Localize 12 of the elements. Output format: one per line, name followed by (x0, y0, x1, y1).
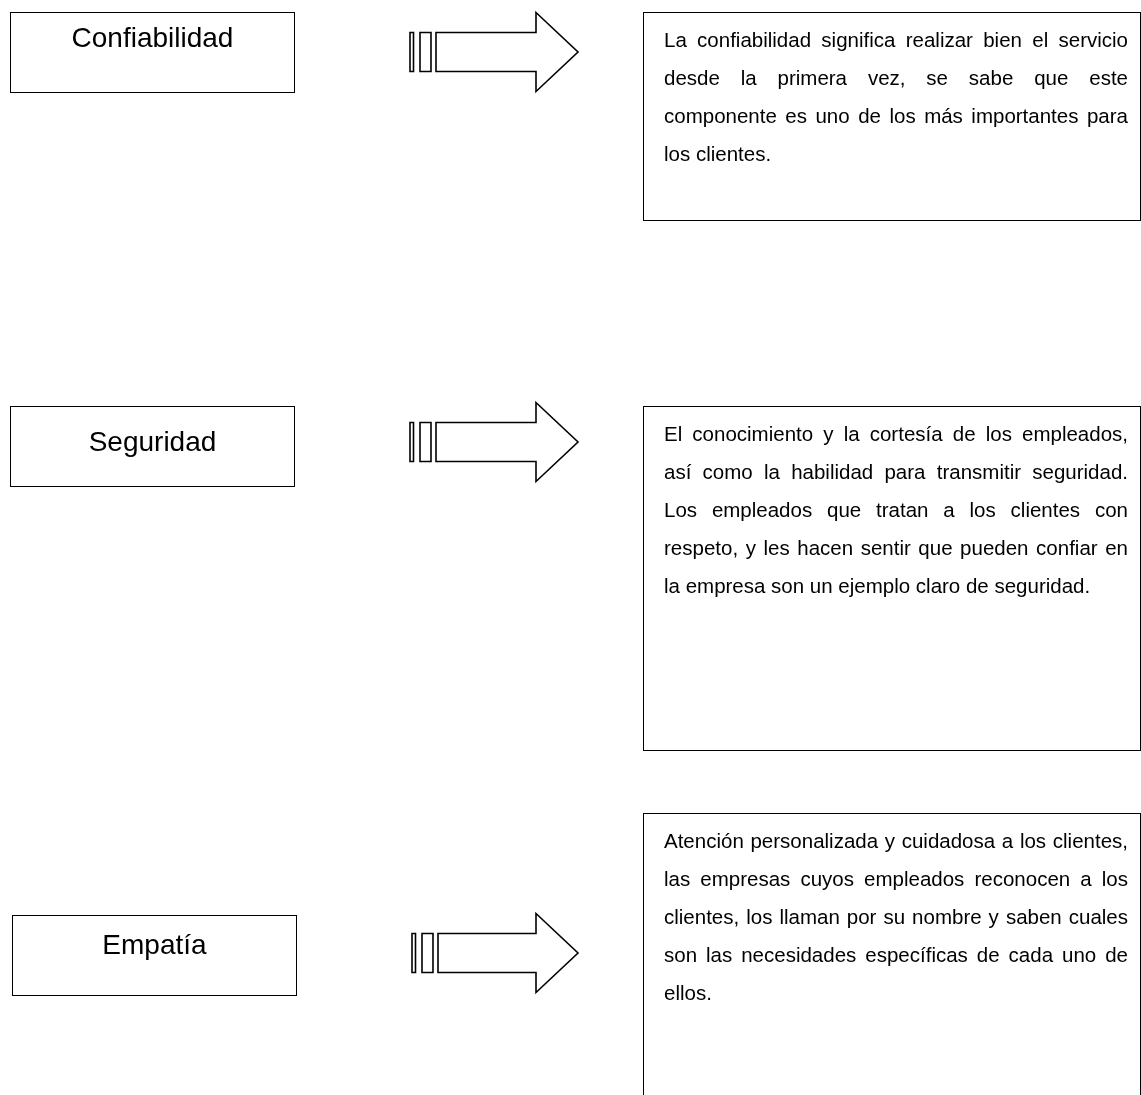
concept-box (10, 12, 295, 93)
concept-label: Confiabilidad (71, 21, 234, 55)
description-text: La confiabilidad significa realizar bien el servicio desde la primera vez, se sabe que este componente es uno de los más importantes para los clientes. (664, 27, 1128, 167)
concept-label: Empatía (102, 928, 207, 962)
description-box (643, 813, 1141, 1095)
concept-box (12, 915, 297, 996)
description-box (643, 406, 1141, 751)
description-box (643, 12, 1141, 221)
description-text: Atención personalizada y cuidadosa a los clientes, las empresas cuyos empleados reconocen a los clientes, los llaman por su nombre y saben cuales son las necesidades específicas de cada uno de ellos. (664, 828, 1128, 1006)
concept-label: Seguridad (88, 425, 217, 459)
concept-box (10, 406, 295, 487)
description-text: El conocimiento y la cortesía de los empleados, así como la habilidad para transmitir seguridad. Los empleados que tratan a los clientes con respeto, y les hacen sentir que pueden confiar en la empresa son un ejemplo claro de seguridad. (664, 421, 1128, 599)
